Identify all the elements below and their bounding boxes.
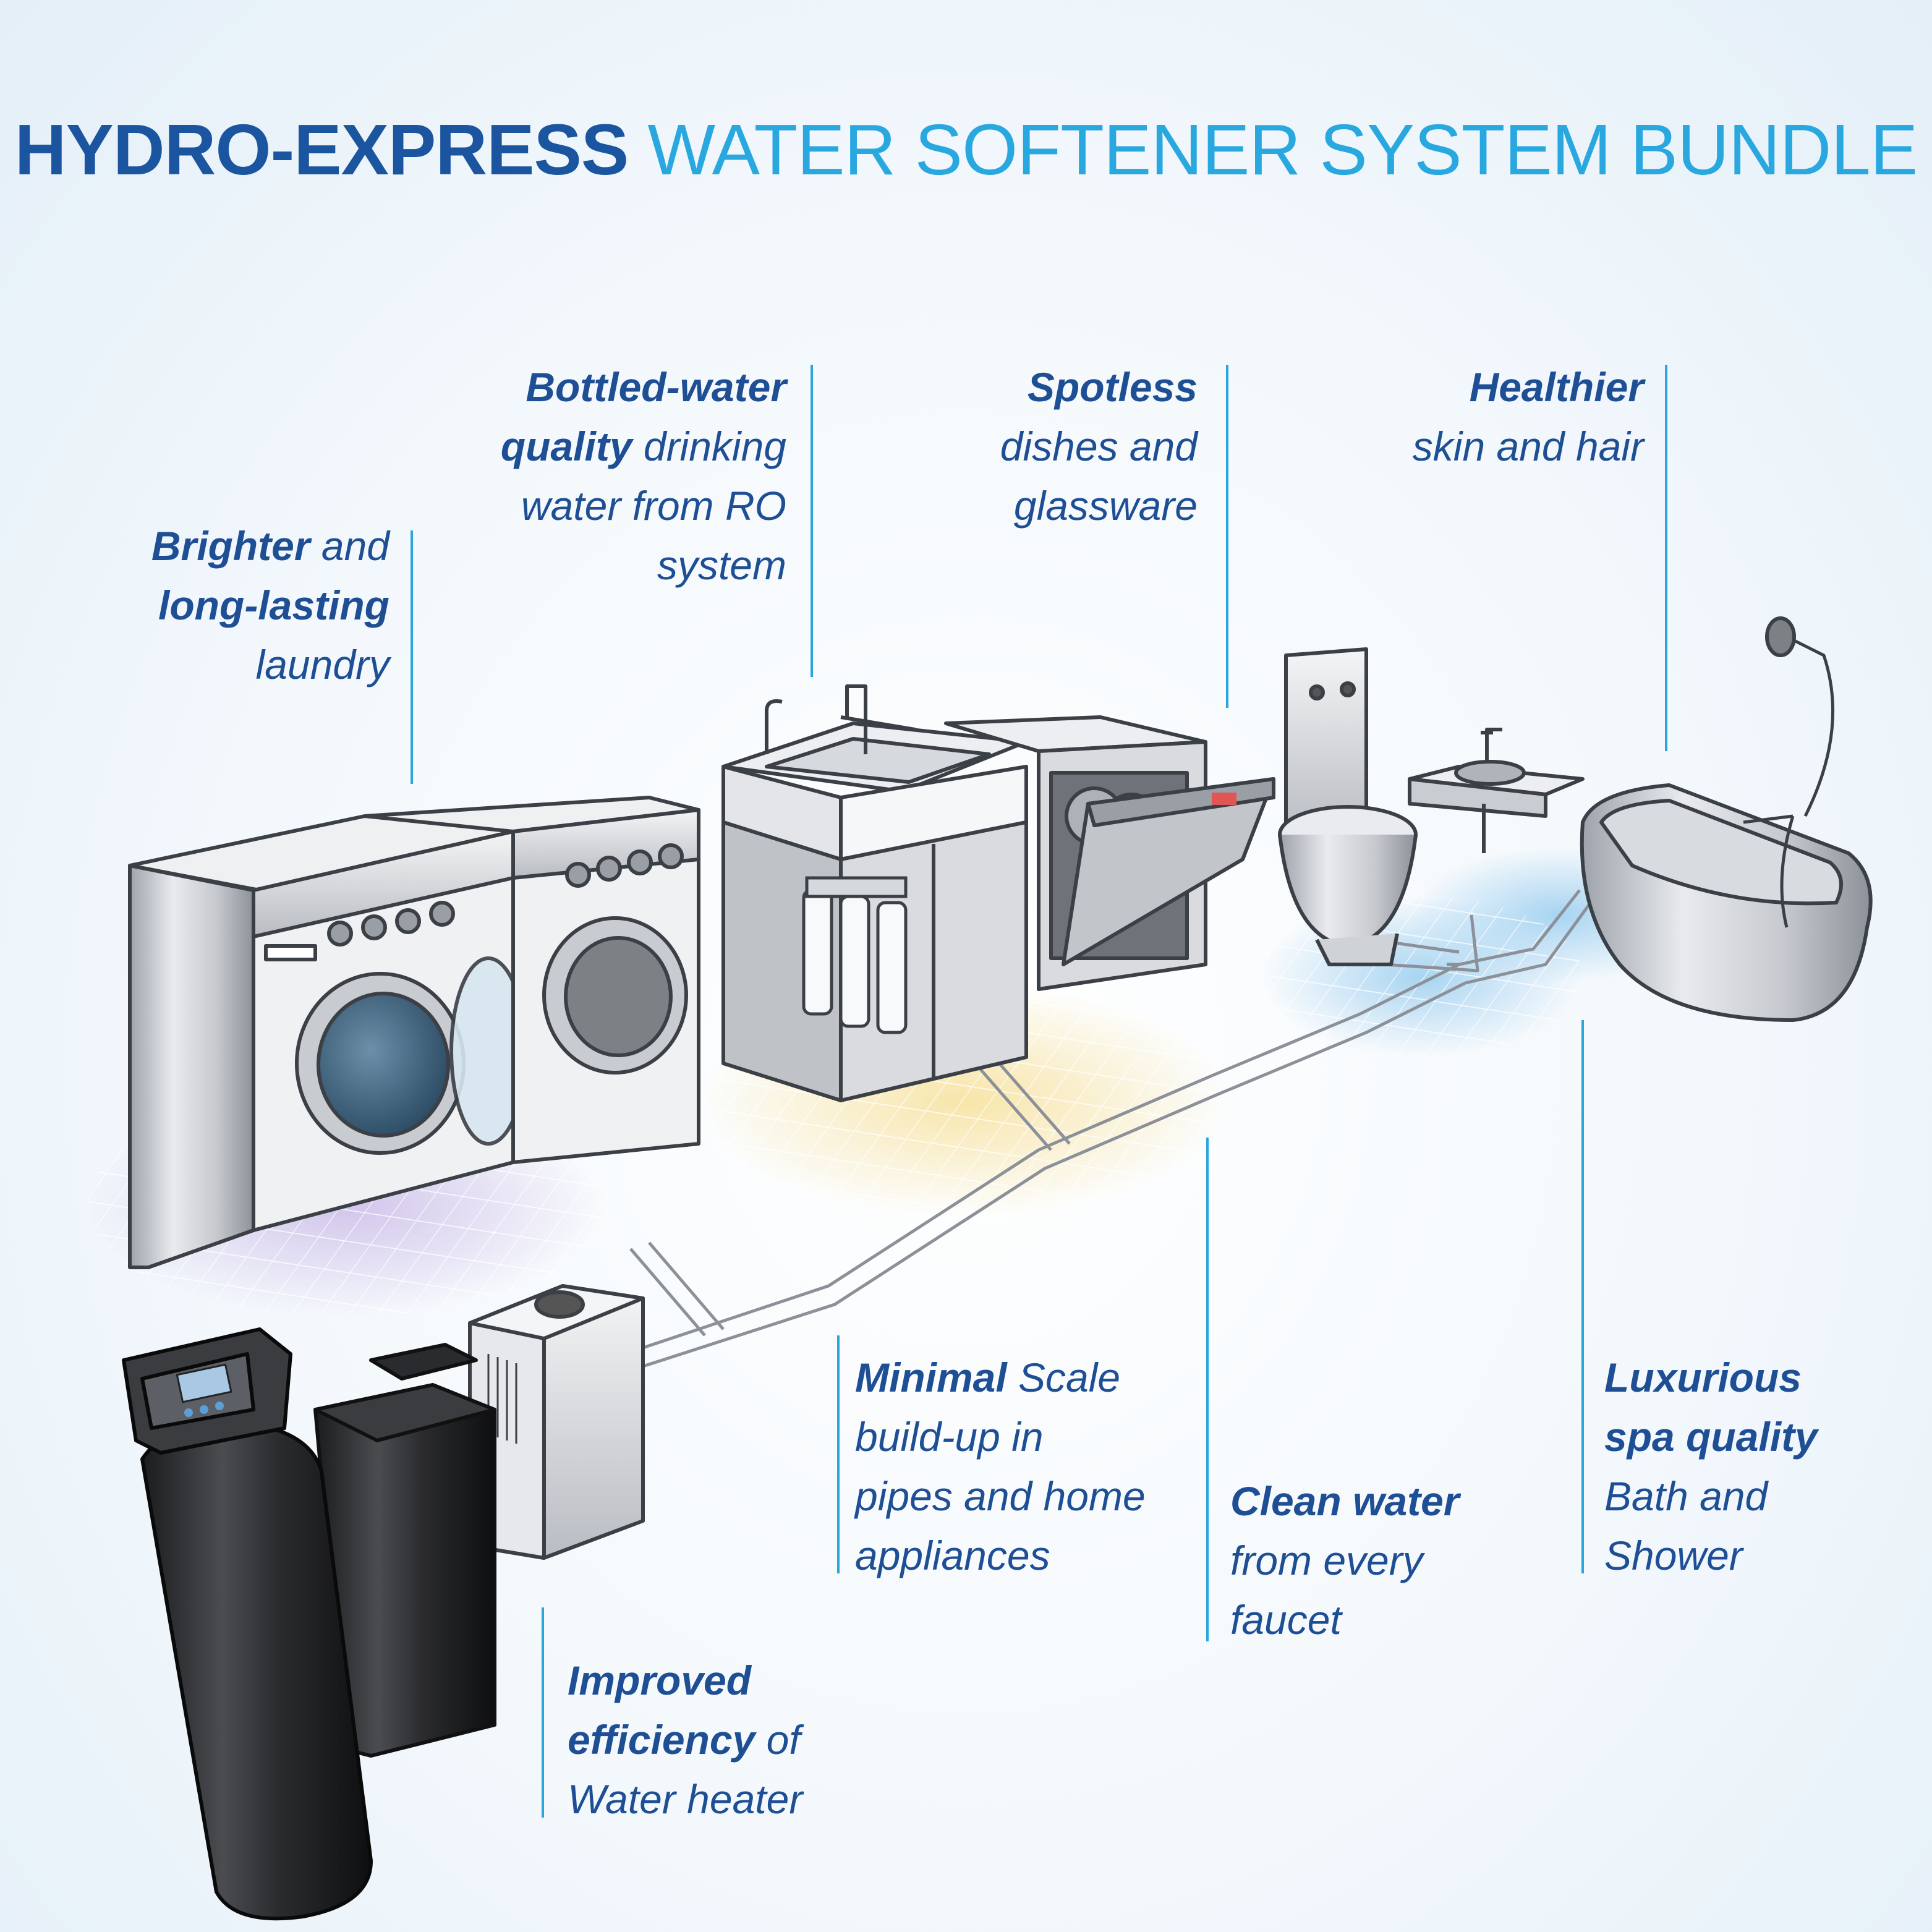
- callout-water-heater: Improved efficiency of Water heater: [568, 1658, 803, 1822]
- second-washer: [363, 796, 700, 1164]
- callout-drinking-water: Bottled-water quality drinking water fro…: [500, 364, 786, 588]
- callout-clean-water: Clean water from every faucet: [1230, 1478, 1460, 1643]
- ro-filter: [802, 876, 908, 1034]
- softener-tank: [122, 1327, 373, 1921]
- bathroom-sink: [1408, 728, 1585, 853]
- title-rest: WATER SOFTENER SYSTEM BUNDLE: [647, 109, 1918, 190]
- title-brand: HYDRO-EXPRESS: [14, 109, 629, 190]
- dishwasher: [944, 715, 1275, 991]
- leader-lines: [411, 365, 1667, 1818]
- toilet: [1278, 647, 1418, 966]
- bathtub-shower: [1580, 616, 1873, 1022]
- washer-dryer: [128, 814, 527, 1269]
- callout-skin-hair: Healthier skin and hair: [1412, 364, 1644, 469]
- callout-dishes: Spotless dishes and glassware: [1000, 364, 1198, 529]
- callout-laundry: Brighter and long-lasting laundry: [151, 523, 389, 687]
- callout-scale: Minimal Scale build-up in pipes and home…: [855, 1355, 1146, 1578]
- brine-tank: [313, 1343, 496, 1758]
- page-title: HYDRO-EXPRESS WATER SOFTENER SYSTEM BUND…: [0, 108, 1932, 191]
- callout-spa: Luxurious spa quality Bath and Shower: [1604, 1355, 1818, 1578]
